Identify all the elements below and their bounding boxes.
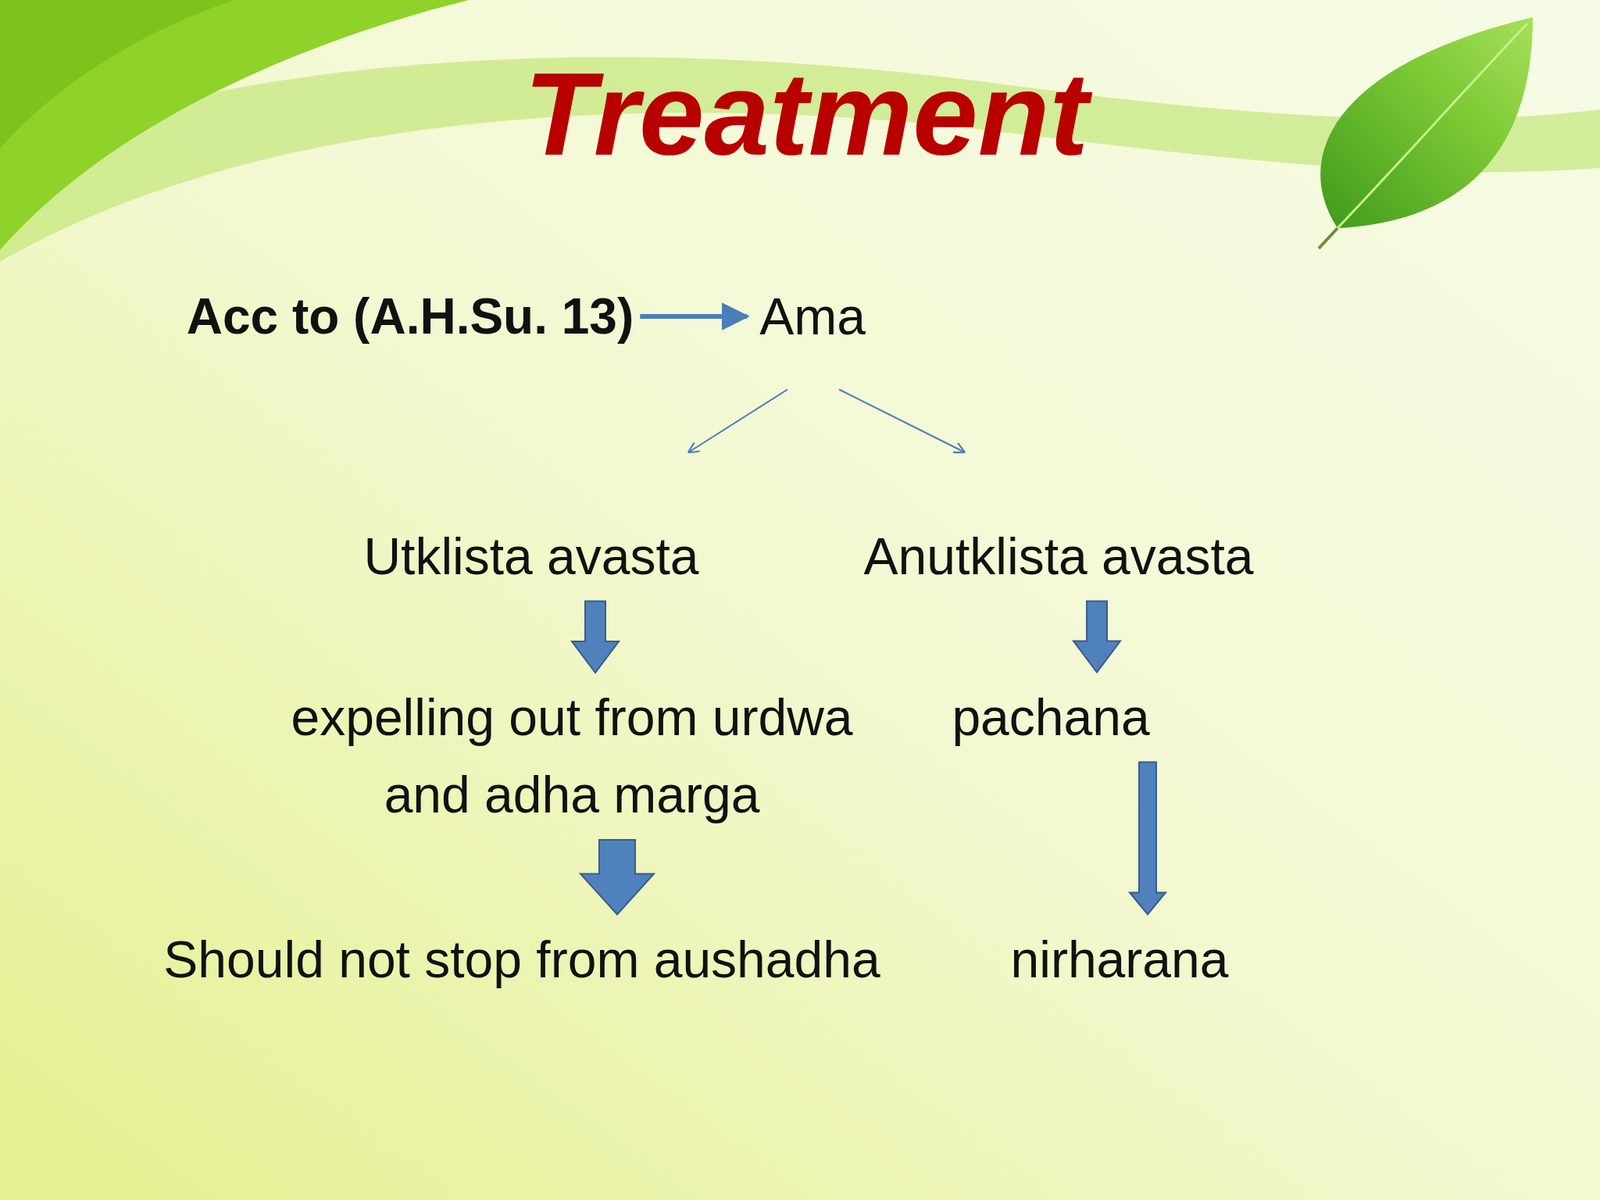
node-text: Ama <box>759 278 866 356</box>
corner-swoosh <box>0 0 469 250</box>
state-term: Utklista avasta <box>358 514 704 599</box>
treatment-step: pachana <box>946 675 1154 760</box>
corner-swoosh <box>0 0 235 149</box>
slide-title: Treatment <box>524 50 1089 179</box>
node-text: pachana <box>951 678 1150 757</box>
reference-text: Acc to (A.H.Su. 13) <box>182 275 640 358</box>
node-text: nirharana <box>1010 921 1229 999</box>
leaf-vein <box>1337 23 1528 229</box>
leaf <box>1320 17 1533 229</box>
leaf-illustration <box>1318 17 1533 249</box>
leaf-stem <box>1318 228 1338 249</box>
connector-arrow <box>689 389 788 453</box>
block-arrow <box>1073 601 1121 673</box>
node-text: Anutklista avasta <box>864 517 1254 596</box>
block-arrow <box>571 601 619 674</box>
treatment-step: nirharana <box>1006 917 1234 1002</box>
root-term: Ama <box>754 275 871 359</box>
connector-arrow <box>639 314 747 319</box>
node-text: Utklista avasta <box>363 517 699 596</box>
node-text: Acc to (A.H.Su. 13) <box>186 278 635 354</box>
block-arrow <box>1129 762 1166 915</box>
node-text: expelling out from urdwa and adha marga <box>287 678 857 834</box>
connector-arrow <box>839 389 965 453</box>
treatment-step: Should not stop from aushadha <box>158 917 885 1002</box>
treatment-step: expelling out from urdwa and adha marga <box>282 675 861 837</box>
state-term: Anutklista avasta <box>859 514 1259 599</box>
block-arrow <box>580 839 654 915</box>
node-text: Should not stop from aushadha <box>163 921 880 999</box>
